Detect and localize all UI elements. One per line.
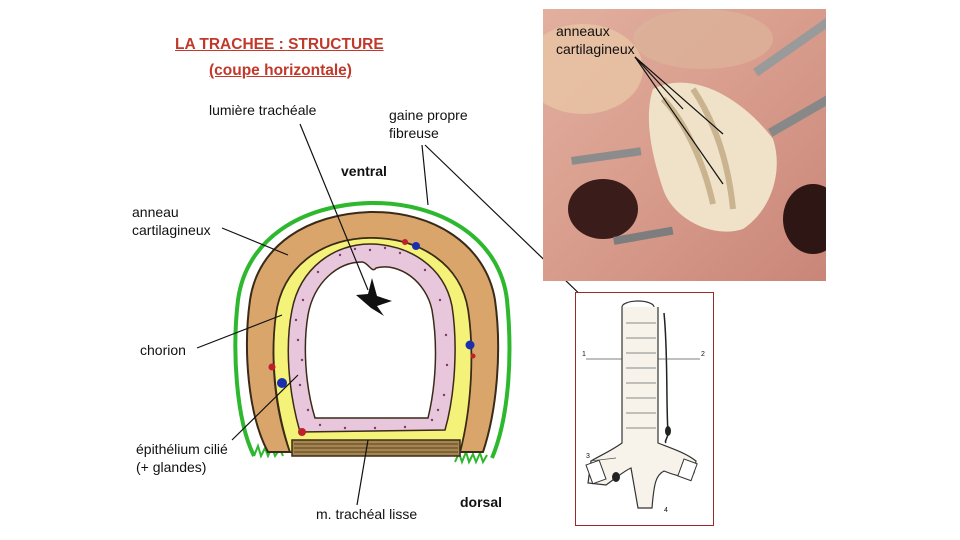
label-muscle: m. trachéal lisse xyxy=(316,506,418,522)
four-point-star-icon xyxy=(356,278,392,316)
page-title: LA TRACHEE : STRUCTURE xyxy=(175,36,384,53)
label-chorion: chorion xyxy=(140,342,186,358)
label-cartilage-line2: cartilagineux xyxy=(132,222,211,238)
sketch-label-2: 2 xyxy=(701,351,705,358)
blood-vessels xyxy=(268,239,476,436)
label-sheath-line2: fibreuse xyxy=(389,125,439,141)
label-cartilage-line1: anneau xyxy=(132,204,179,220)
dissection-photo xyxy=(543,9,826,281)
label-epithelium-line1: épithélium cilié xyxy=(136,441,228,457)
sketch-label-4: 4 xyxy=(664,507,668,514)
sketch-label-3: 3 xyxy=(586,453,590,460)
label-dorsal: dorsal xyxy=(460,494,503,510)
trachea-sketch-frame: 1 2 3 4 xyxy=(575,292,714,526)
fibrous-sheath xyxy=(233,200,512,459)
muscle-fibers xyxy=(294,443,458,453)
sketch-label-1: 1 xyxy=(582,351,586,358)
label-sheath-line1: gaine propre xyxy=(389,107,468,123)
label-epithelium-line2: (+ glandes) xyxy=(136,459,207,475)
epithelium-dots xyxy=(294,246,449,430)
page-subtitle: (coupe horizontale) xyxy=(209,62,352,79)
trachea-sketch xyxy=(585,300,700,509)
photo-label-line1: anneaux xyxy=(556,23,610,39)
tracheal-lumen xyxy=(304,261,437,419)
label-lumen: lumière trachéale xyxy=(209,102,317,118)
photo-label-line2: cartilagineux xyxy=(556,41,635,57)
label-ventral: ventral xyxy=(341,163,387,179)
